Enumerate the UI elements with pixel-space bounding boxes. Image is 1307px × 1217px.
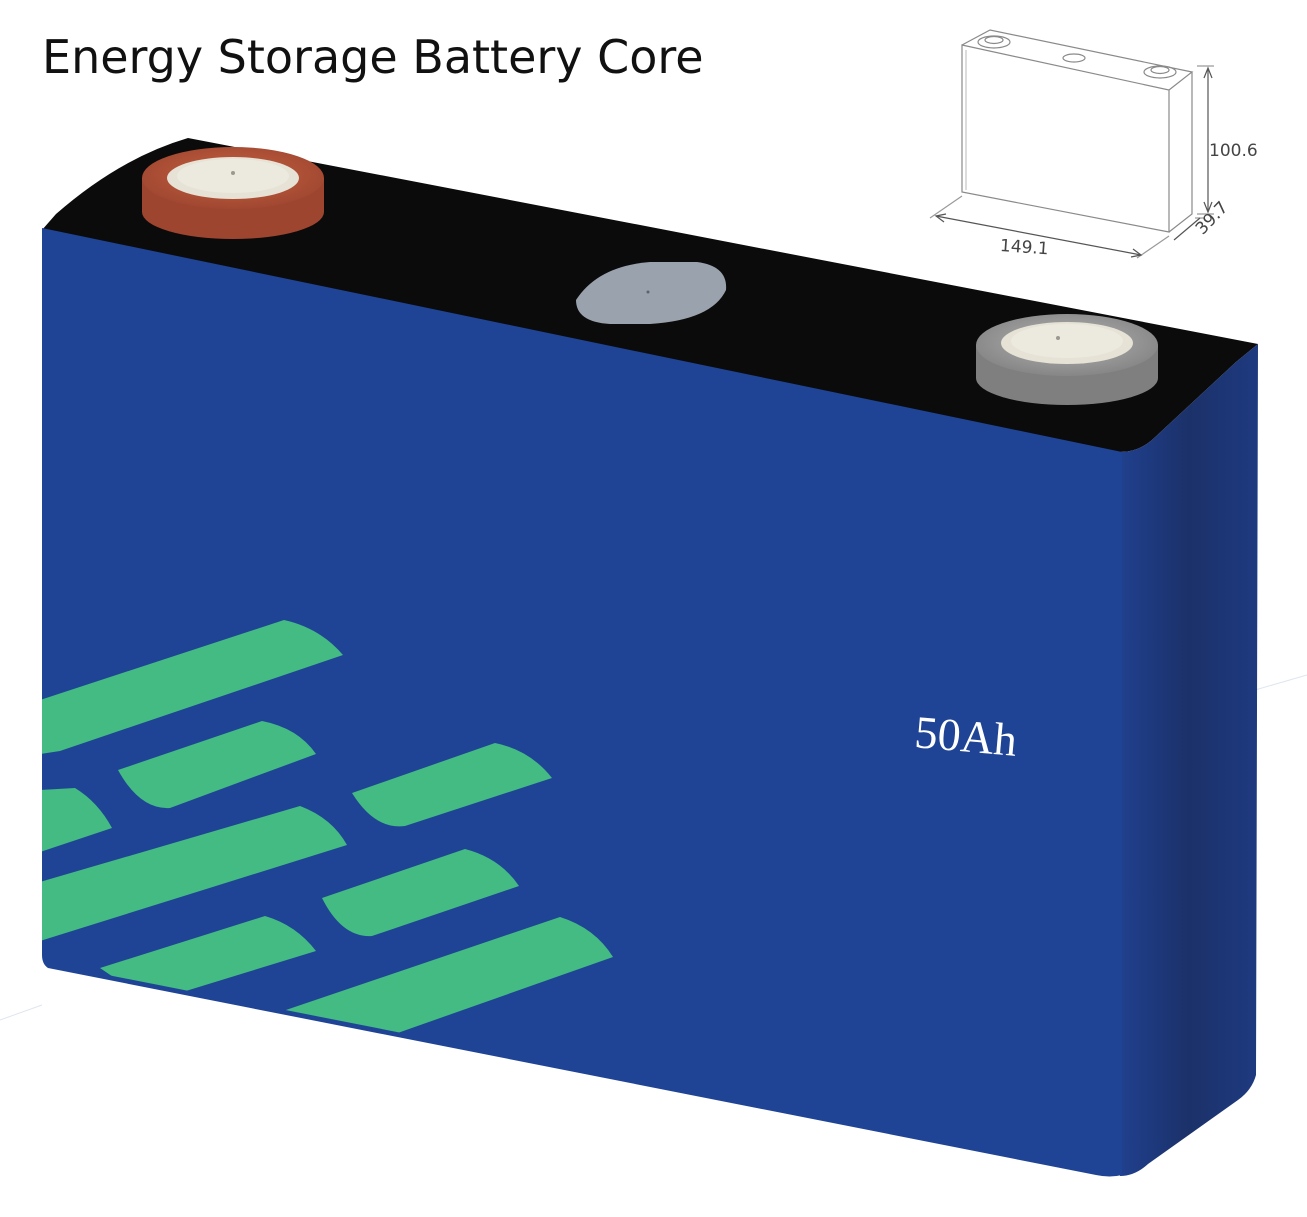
length-dimension-line [935, 215, 1142, 256]
diagram-front-outline [961, 44, 1170, 233]
battery-front-face [42, 228, 1122, 1177]
green-stripe [100, 916, 316, 1002]
floor-line [0, 1004, 43, 1021]
green-stripe [280, 917, 613, 1035]
height-dimension-label: 100.6 [1209, 141, 1258, 161]
green-stripe [118, 721, 316, 809]
diagram-top-outline [961, 29, 1194, 91]
page-title: Energy Storage Battery Core [42, 30, 704, 84]
negative-terminal [976, 314, 1158, 405]
green-stripe [42, 788, 112, 852]
dimension-diagram [929, 29, 1214, 259]
diagram-side-outline [1168, 72, 1193, 233]
green-stripe [42, 806, 347, 941]
green-stripe [322, 849, 519, 937]
floor-line [1254, 674, 1307, 691]
green-stripe [42, 620, 343, 754]
diagram-terminal [1143, 65, 1177, 79]
positive-terminal [142, 147, 324, 239]
green-stripe-pattern [42, 620, 613, 1035]
diagram-terminal [977, 35, 1011, 49]
length-dimension-label: 149.1 [999, 236, 1050, 260]
safety-vent [576, 262, 727, 324]
green-stripe [352, 743, 552, 827]
capacity-label: 50Ah [912, 706, 1020, 766]
depth-dimension-line [1173, 217, 1201, 241]
diagram-vent [1062, 53, 1086, 63]
battery-side-face [1120, 344, 1258, 1176]
